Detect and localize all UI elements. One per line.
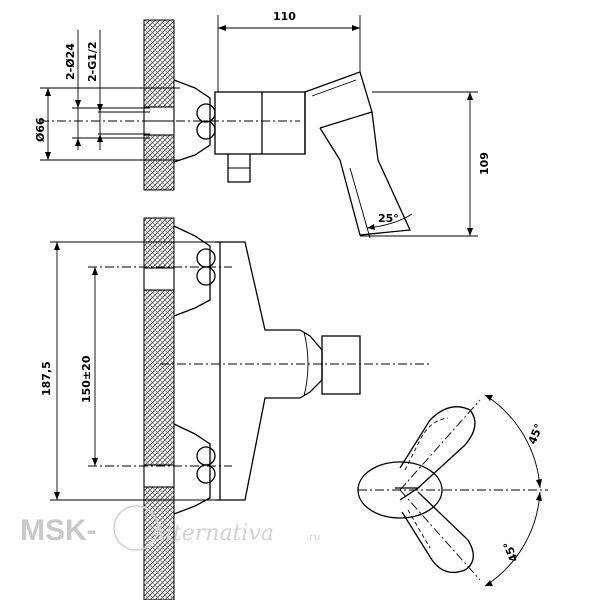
watermark: MSK- Alternativa .ru (20, 505, 320, 551)
watermark-name: Alternativa (148, 521, 274, 546)
dim-pipe-diameter-label: 2-Ø24 (64, 43, 77, 80)
side-view (40, 71, 411, 236)
dimension-height-109: 109 (360, 91, 491, 237)
handle-top-view: 45° 45° (357, 394, 548, 587)
dim-height-109-label: 109 (478, 152, 491, 175)
wall-top (143, 19, 175, 191)
dimension-width: 110 (217, 10, 361, 92)
front-view (88, 225, 430, 515)
dimension-pipe-spacing: 150±20 (80, 267, 98, 466)
dim-angle-25-label: 25° (378, 212, 399, 225)
watermark-prefix: MSK- (20, 514, 97, 547)
angle-lower-label: 45° (501, 540, 521, 564)
dim-outer-diameter-label: Ø66 (34, 117, 47, 142)
dim-height-187-label: 187,5 (40, 361, 53, 396)
dimension-angle-25: 25° (349, 167, 413, 239)
watermark-logo-circle (113, 505, 159, 551)
dim-pipe-spacing-label: 150±20 (80, 355, 93, 403)
watermark-suffix: .ru (306, 532, 320, 543)
dimension-diameters: Ø66 2-Ø24 2-G1/2 (34, 30, 180, 161)
dimension-height-187: 187,5 (40, 241, 220, 501)
angle-upper-label: 45° (526, 422, 546, 446)
dim-thread-label: 2-G1/2 (86, 41, 99, 82)
dim-width-label: 110 (273, 10, 296, 23)
